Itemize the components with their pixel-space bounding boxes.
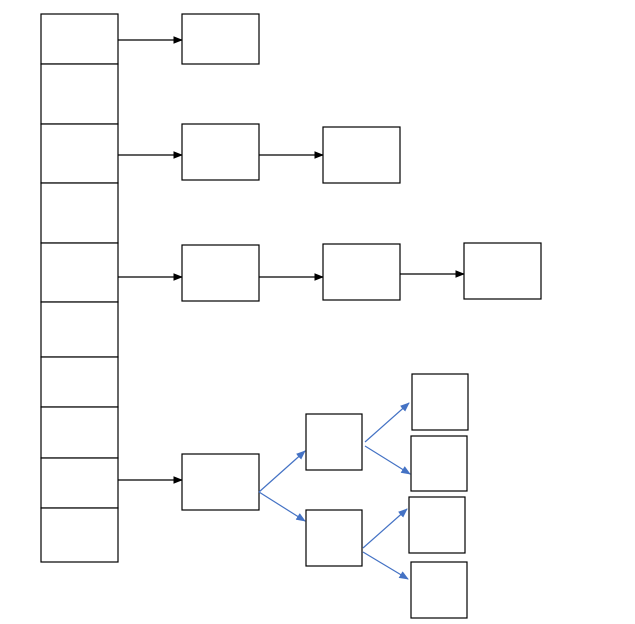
arrow — [258, 491, 306, 522]
tree-leaf-node — [411, 373, 469, 431]
array-cell — [40, 301, 119, 358]
node-box — [322, 126, 401, 184]
array-cell — [40, 123, 119, 184]
array-cell — [40, 507, 119, 563]
array-cell — [40, 457, 119, 509]
tree-child-node — [305, 509, 363, 567]
node-box — [181, 123, 260, 181]
arrow — [364, 445, 411, 475]
array-cell — [40, 182, 119, 244]
node-box — [181, 13, 260, 65]
chain-row-2 — [118, 123, 401, 184]
array-cell — [40, 63, 119, 125]
arrow — [362, 508, 408, 549]
arrow — [258, 450, 306, 493]
array-cell — [40, 356, 119, 408]
array-cell — [40, 406, 119, 459]
node-box — [181, 244, 260, 302]
tree-child-node — [305, 413, 363, 471]
arrow — [362, 551, 409, 580]
array-cell — [40, 13, 119, 65]
tree-branch — [118, 373, 469, 619]
tree-leaf-node — [410, 561, 468, 619]
array-column — [40, 13, 119, 563]
arrow — [364, 402, 410, 443]
node-box — [322, 243, 401, 301]
node-box — [463, 242, 542, 300]
tree-leaf-node — [410, 435, 468, 492]
array-cell — [40, 242, 119, 303]
chain-row-1 — [118, 13, 260, 65]
chain-row-3 — [118, 242, 542, 302]
tree-leaf-node — [408, 496, 466, 554]
tree-root-node — [181, 453, 260, 511]
